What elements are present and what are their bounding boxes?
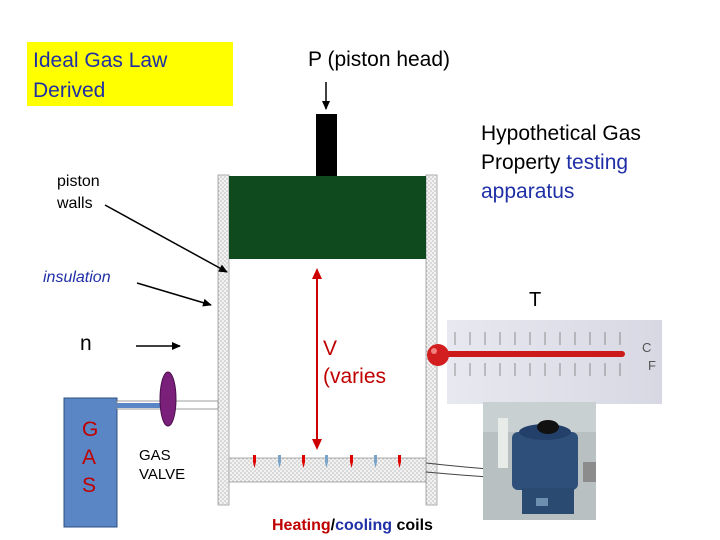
apparatus-line-2a: Property <box>481 151 567 174</box>
title: Ideal Gas Law Derived <box>33 46 167 106</box>
piston-rod <box>316 114 337 176</box>
volume-line-2: (varies <box>323 365 387 388</box>
apparatus-line-1: Hypothetical Gas <box>481 122 641 145</box>
gas-valve-line-2: VALVE <box>139 466 186 483</box>
insulation-label: insulation <box>43 269 111 286</box>
title-line-1: Ideal Gas Law <box>33 49 168 72</box>
insulation-arrow <box>136 282 212 307</box>
coil-elements <box>253 455 401 468</box>
left-cylinder-wall <box>217 174 230 506</box>
moles-label: n <box>80 332 92 355</box>
right-cylinder-wall <box>425 174 438 506</box>
piston-head-label: P (piston head) <box>308 48 451 71</box>
coils-suffix: coils <box>392 517 433 534</box>
gas-valve-line-1: GAS <box>139 447 171 464</box>
title-line-2: Derived <box>33 79 106 102</box>
apparatus-line-2: Property testing <box>481 148 641 177</box>
apparatus-line-3: apparatus <box>481 180 575 203</box>
piston-head <box>229 176 426 259</box>
piston-walls-arrow <box>104 204 228 273</box>
coils-slash: / <box>330 517 336 534</box>
piston-walls-label: piston walls <box>57 171 100 215</box>
apparatus-line-2b: testing <box>566 151 629 174</box>
gas-tank <box>63 397 118 528</box>
gas-letter-g: G <box>82 418 99 441</box>
piston-walls-line-2: walls <box>57 195 93 212</box>
gas-tank-label: G A S <box>82 416 99 500</box>
volume-label: V (varies <box>323 335 386 391</box>
volume-line-1: V <box>323 337 338 360</box>
variac-photo <box>483 402 596 520</box>
piston-walls-line-1: piston <box>57 173 100 190</box>
svg-text:C: C <box>642 340 651 355</box>
svg-text:F: F <box>648 358 656 373</box>
coils-cooling-text: cooling <box>335 517 393 534</box>
gas-letter-s: S <box>82 474 97 497</box>
coils-heating-text: Heating <box>272 517 331 534</box>
apparatus-label: Hypothetical Gas Property testing appara… <box>481 119 641 206</box>
coils-label: Heating/cooling coils <box>272 517 433 535</box>
temperature-label: T <box>529 289 542 311</box>
title-box <box>27 42 233 106</box>
gas-pipe-fill <box>117 403 166 408</box>
gas-valve-label: GAS VALVE <box>139 446 185 484</box>
gas-letter-a: A <box>82 446 97 469</box>
gas-valve <box>159 371 177 427</box>
thermometer: C F <box>427 320 662 404</box>
